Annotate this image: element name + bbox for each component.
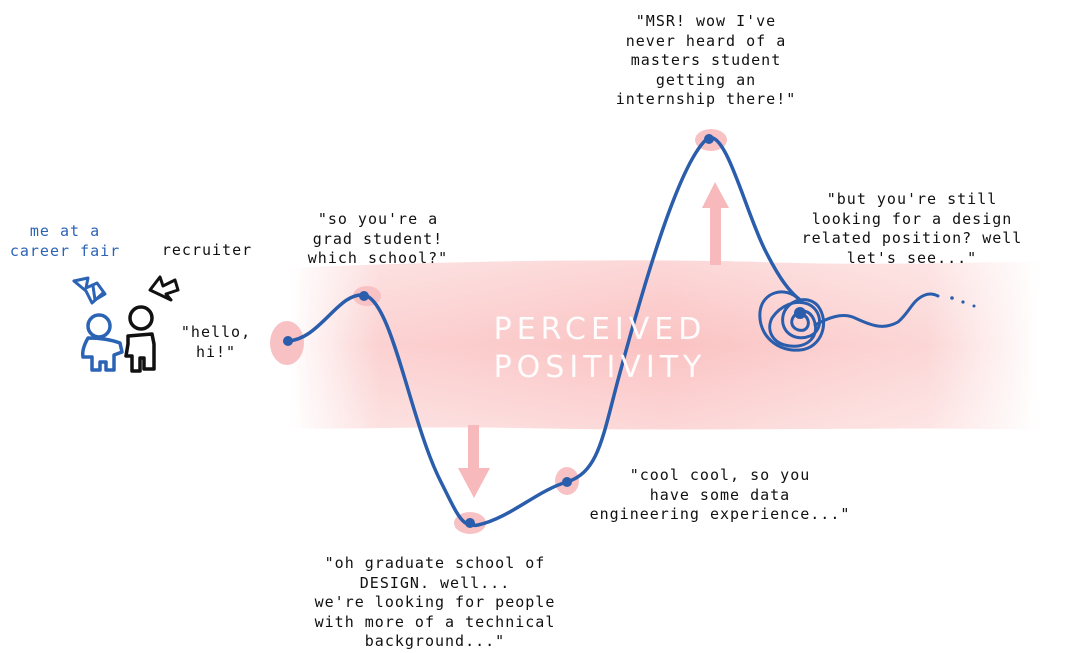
label-msr: "MSR! wow I've never heard of a masters …: [615, 12, 797, 108]
curve-points: [283, 134, 714, 528]
arrow-down-right-icon: [72, 276, 107, 305]
scribble-icon: [758, 290, 940, 352]
label-graduate-school-design: "oh graduate school of DESIGN. well... w…: [314, 554, 556, 650]
arrow-up-left-icon: [148, 275, 180, 302]
point-data: [562, 477, 572, 487]
label-grad-student: "so you're a grad student! which school?…: [307, 210, 449, 267]
point-hello: [283, 336, 293, 346]
label-data-engineering: "cool cool, so you have some data engine…: [589, 466, 851, 523]
person-blue-icon: [81, 313, 124, 372]
point-msr: [704, 134, 714, 144]
label-recruiter: recruiter: [161, 241, 253, 259]
down-arrow-icon: [458, 425, 490, 498]
label-hello: "hello, hi!": [180, 323, 252, 361]
band-title: PERCEIVED POSITIVITY: [493, 312, 707, 385]
point-design: [465, 518, 475, 528]
trailing-dots: [950, 296, 976, 308]
up-arrow-icon: [702, 182, 729, 265]
person-black-icon: [124, 305, 156, 373]
positivity-curve: [285, 135, 802, 528]
point-grad: [359, 291, 369, 301]
label-me-at-career-fair: me at a career fair: [9, 222, 121, 260]
label-still-looking: "but you're still looking for a design r…: [801, 190, 1023, 267]
